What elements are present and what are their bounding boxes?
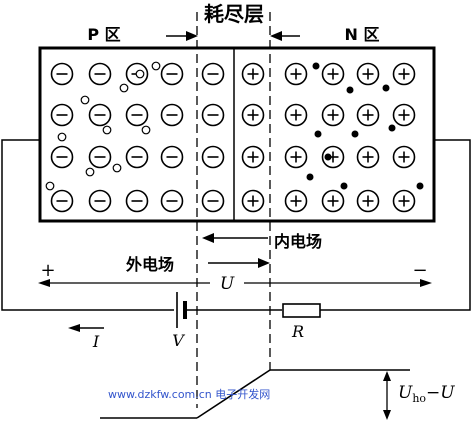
- barrier-height-label: Uho−U: [398, 383, 455, 405]
- electron-icon: [324, 153, 332, 161]
- hole-icon: [45, 181, 55, 191]
- barrier-height-arrow: [383, 371, 391, 420]
- hole-icon: [80, 95, 90, 105]
- minus-sign: −: [412, 260, 427, 281]
- electron-icon: [388, 124, 396, 132]
- voltage-u-label: U: [220, 274, 235, 294]
- built-in-field-label: 内电场: [274, 232, 322, 251]
- built-in-field-arrow: [202, 233, 268, 243]
- hole-icon: [57, 132, 67, 142]
- electron-icon: [346, 86, 354, 94]
- semiconductor-block: [38, 46, 436, 223]
- electron-icon: [416, 182, 424, 190]
- electron-icon: [312, 62, 320, 70]
- potential-barrier-curve: [100, 369, 410, 419]
- hole-icon: [141, 125, 151, 135]
- voltage-u-arrows: [38, 279, 432, 287]
- hole-icon: [102, 125, 112, 135]
- external-field-arrow: [208, 258, 270, 268]
- p-region-label: P 区: [87, 25, 120, 44]
- external-field-label: 外电场: [125, 255, 174, 274]
- electron-icon: [306, 173, 314, 181]
- hole-icon: [119, 83, 129, 93]
- current-label: I: [92, 332, 100, 351]
- electron-icon: [382, 84, 390, 92]
- depletion-width-arrows: [166, 31, 300, 41]
- hole-icon: [85, 167, 95, 177]
- hole-icon: [112, 163, 122, 173]
- current-arrow: [68, 324, 104, 332]
- resistor-symbol: [282, 303, 321, 318]
- circuit-wires: [1, 139, 471, 311]
- battery-symbol: [176, 292, 187, 328]
- hole-icon: [135, 69, 145, 79]
- watermark-text: www.dzkfw.com.cn 电子开发网: [108, 387, 270, 401]
- hole-icon: [151, 61, 161, 71]
- electron-icon: [351, 130, 359, 138]
- particles-layer: [45, 61, 424, 213]
- n-region-label: N 区: [345, 25, 380, 44]
- plus-sign: +: [40, 260, 55, 281]
- electron-icon: [340, 182, 348, 190]
- electron-icon: [314, 130, 322, 138]
- resistor-label: R: [291, 322, 304, 341]
- battery-label: V: [172, 331, 185, 350]
- depletion-layer-label: 耗尽层: [204, 2, 264, 26]
